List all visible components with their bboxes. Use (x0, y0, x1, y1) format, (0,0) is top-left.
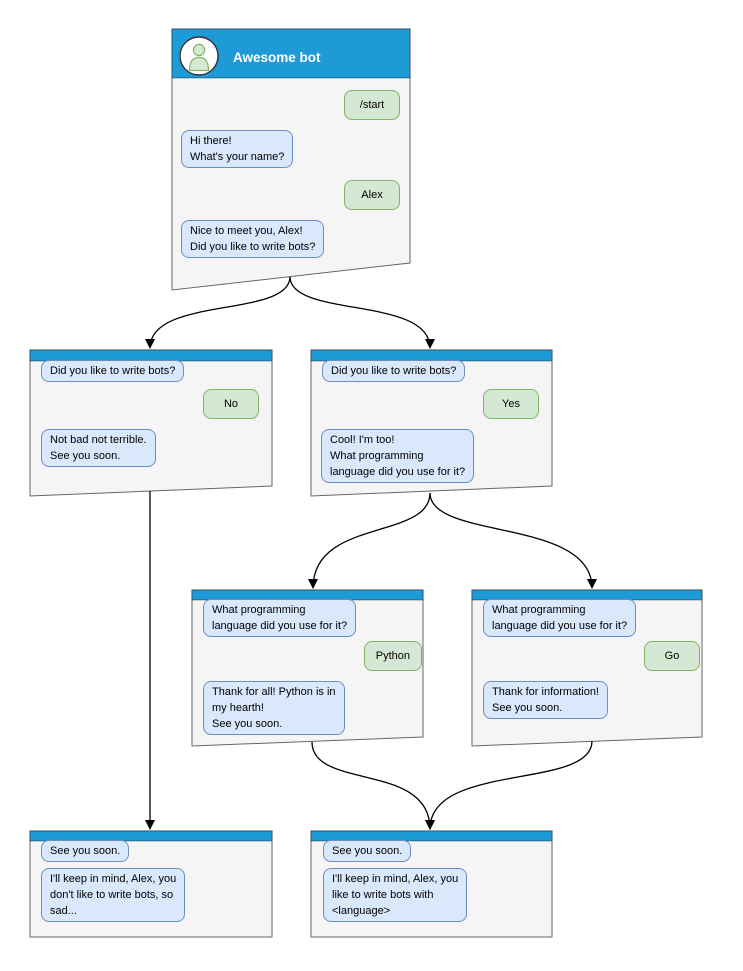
arrow-main-to-no (145, 276, 291, 349)
bot-message-bubble: Cool! I'm too! What programming language… (321, 429, 475, 483)
arrow-python-to-end (311, 741, 435, 830)
bot-message-bubble: Did you like to write bots? (41, 360, 185, 382)
bot-message-bubble: See you soon. (323, 840, 412, 862)
bot-message-bubble: I'll keep in mind, Alex, you like to wri… (323, 868, 468, 922)
arrow-yes-to-python (308, 492, 431, 589)
user-message-bubble: Alex (344, 180, 400, 210)
bot-message-bubble: Thank for information! See you soon. (483, 681, 608, 719)
bot-message-bubble: Thank for all! Python is in my hearth! S… (203, 681, 345, 735)
bot-message-bubble: Did you like to write bots? (322, 360, 466, 382)
user-message-bubble: Go (644, 641, 700, 671)
user-message-bubble: /start (344, 90, 400, 120)
chat-window-end-no-titlebar (29, 830, 273, 842)
chat-window-end-yes-titlebar (310, 830, 553, 842)
user-message-bubble: No (203, 389, 259, 419)
bot-message-bubble: Hi there! What's your name? (181, 130, 294, 168)
bot-message-bubble: Not bad not terrible. See you soon. (41, 429, 156, 467)
bot-message-bubble: What programming language did you use fo… (483, 599, 637, 637)
bot-window-title: Awesome bot (233, 50, 321, 65)
bot-avatar (179, 36, 219, 76)
arrow-yes-to-go (429, 492, 597, 589)
arrow-main-to-yes (289, 276, 435, 349)
arrow-go-to-end (425, 740, 593, 830)
bot-message-bubble: See you soon. (41, 840, 130, 862)
bot-message-bubble: Nice to meet you, Alex! Did you like to … (181, 220, 325, 258)
bot-message-bubble: I'll keep in mind, Alex, you don't like … (41, 868, 186, 922)
user-message-bubble: Python (363, 641, 422, 671)
bot-message-bubble: What programming language did you use fo… (203, 599, 357, 637)
user-message-bubble: Yes (483, 389, 539, 419)
person-icon (188, 43, 210, 72)
